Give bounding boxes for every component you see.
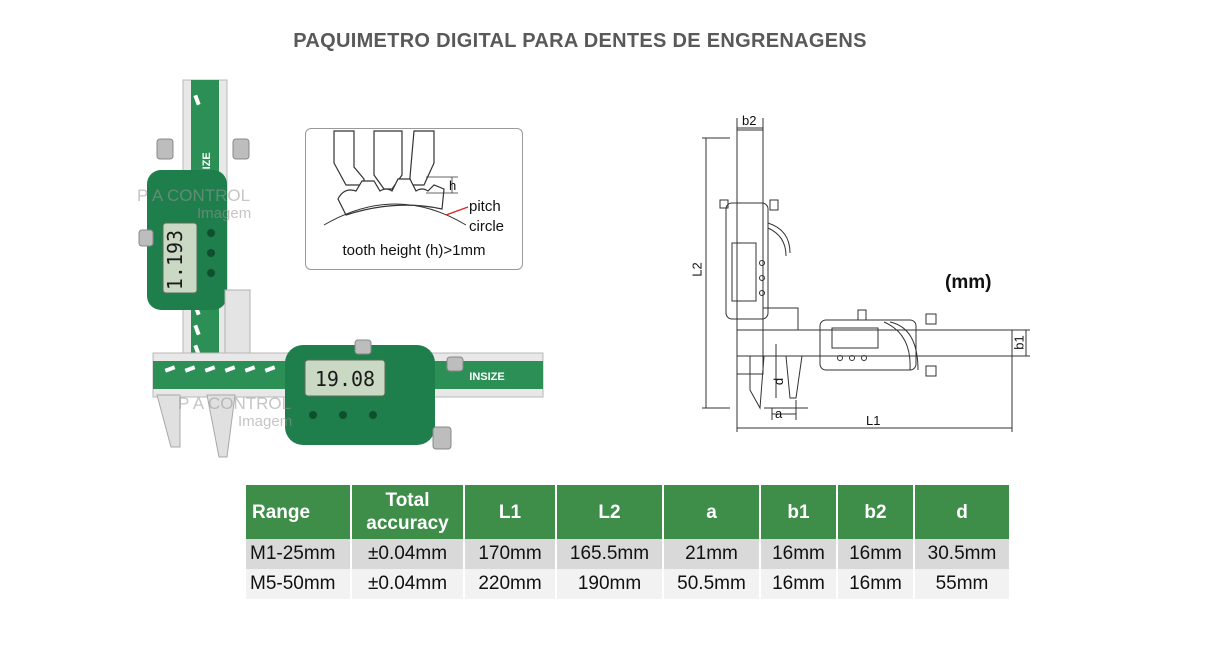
table-cell: 190mm — [556, 569, 664, 599]
watermark-subtext: Imagem — [197, 205, 252, 222]
table-row: M5-50mm ±0.04mm 220mm 190mm 50.5mm 16mm … — [246, 569, 1011, 599]
b1-label: b1 — [1011, 335, 1027, 350]
gear-tooth-illustration — [323, 130, 469, 226]
pitch-circle-label: pitch circle — [469, 197, 504, 237]
table-cell: 16mm — [837, 569, 915, 599]
table-cell: M1-25mm — [246, 539, 352, 569]
table-cell: 50.5mm — [663, 569, 761, 599]
table-cell: 16mm — [760, 569, 838, 599]
table-cell: M5-50mm — [246, 569, 352, 599]
accuracy-header-text: Total accuracy — [366, 490, 449, 534]
watermark-top: P A CONTROL Imagem — [137, 187, 251, 223]
col-header-range: Range — [246, 485, 352, 539]
pitch-label: pitch — [469, 198, 501, 215]
table-cell: 55mm — [914, 569, 1011, 599]
vertical-display-reading: 1.193 — [163, 230, 187, 290]
watermark-text: P A CONTROL — [137, 186, 251, 205]
a-label: a — [775, 406, 783, 421]
units-label: (mm) — [945, 272, 992, 293]
horizontal-display-reading: 19.08 — [315, 367, 375, 391]
tooth-height-inset: h pitch circle tooth height (h)>1mm — [305, 128, 523, 270]
L2-label: L2 — [689, 262, 705, 277]
table-cell: ±0.04mm — [351, 539, 465, 569]
watermark-bottom: P A CONTROL Imagem — [178, 395, 292, 431]
brand-logo-horizontal: INSIZE — [469, 371, 504, 383]
table-cell: 21mm — [663, 539, 761, 569]
table-cell: 30.5mm — [914, 539, 1011, 569]
col-header-a: a — [663, 485, 761, 539]
table-cell: 16mm — [837, 539, 915, 569]
col-header-b1: b1 — [760, 485, 838, 539]
col-header-L2: L2 — [556, 485, 664, 539]
col-header-accuracy: Total accuracy — [351, 485, 465, 539]
h-label: h — [449, 178, 457, 193]
col-header-L1: L1 — [464, 485, 557, 539]
d-label: d — [771, 377, 787, 386]
col-header-b2: b2 — [837, 485, 915, 539]
circle-label: circle — [469, 218, 505, 235]
watermark-text: P A CONTROL — [178, 394, 292, 413]
dimension-drawing — [702, 118, 1030, 432]
table-header-row: Range Total accuracy L1 L2 a b1 b2 d — [246, 485, 1011, 539]
L1-label: L1 — [866, 413, 881, 428]
watermark-subtext: Imagem — [238, 413, 293, 430]
spec-table: Range Total accuracy L1 L2 a b1 b2 d M1-… — [246, 485, 1011, 599]
tooth-height-text: tooth height (h)>1mm — [342, 242, 486, 259]
page-title: PAQUIMETRO DIGITAL PARA DENTES DE ENGREN… — [293, 30, 867, 52]
table-cell: 170mm — [464, 539, 557, 569]
b2-label: b2 — [742, 113, 757, 128]
table-cell: ±0.04mm — [351, 569, 465, 599]
table-cell: 16mm — [760, 539, 838, 569]
table-cell: 165.5mm — [556, 539, 664, 569]
table-row: M1-25mm ±0.04mm 170mm 165.5mm 21mm 16mm … — [246, 539, 1011, 569]
caliper-photo: INSIZE 1.193 INSIZE 19.08 — [138, 79, 544, 458]
table-cell: 220mm — [464, 569, 557, 599]
col-header-d: d — [914, 485, 1011, 539]
